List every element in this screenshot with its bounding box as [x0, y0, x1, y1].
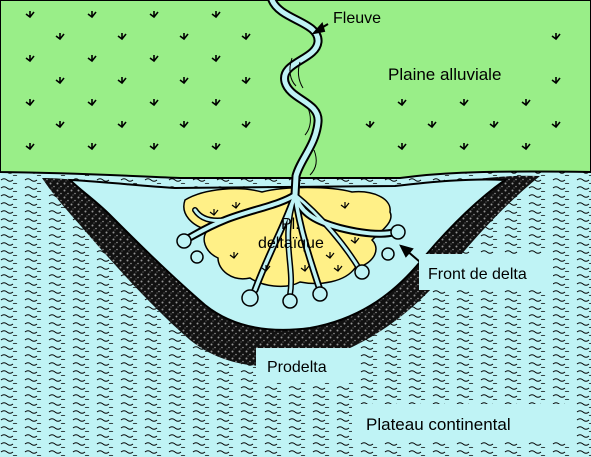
label-alluvial-plain: Plaine alluviale — [388, 65, 501, 84]
label-prodelta: Prodelta — [267, 359, 327, 376]
grass-tuft — [551, 121, 561, 129]
grass-tuft — [179, 33, 189, 41]
grass-tuft — [25, 143, 35, 151]
delta-plain-mark — [333, 265, 343, 272]
delta-plain-mark — [209, 209, 219, 216]
grass-tuft — [489, 121, 499, 129]
grass-tufts — [25, 11, 561, 151]
grass-tuft — [211, 11, 221, 19]
grass-tuft — [87, 99, 97, 107]
grass-tuft — [149, 143, 159, 151]
delta-plain-mark — [300, 265, 310, 272]
grass-tuft — [87, 11, 97, 19]
grass-tuft — [55, 121, 65, 129]
grass-tuft — [149, 11, 159, 19]
grass-tuft — [241, 33, 251, 41]
grass-tuft — [117, 33, 127, 41]
label-box-prodelta — [256, 348, 357, 382]
grass-tuft — [25, 11, 35, 19]
grass-tuft — [179, 121, 189, 129]
delta-plain-marks — [209, 202, 360, 272]
grass-tuft — [149, 99, 159, 107]
label-delta-front: Front de delta — [428, 266, 527, 283]
grass-tuft — [241, 77, 251, 85]
distributary-mouths — [176, 224, 406, 309]
leader-arrows — [311, 21, 421, 263]
delta-plain-mark — [350, 237, 360, 244]
grass-tuft — [211, 55, 221, 63]
grass-tuft — [55, 77, 65, 85]
grass-tuft — [459, 99, 469, 107]
grass-tuft — [179, 77, 189, 85]
delta-plain-mark — [340, 202, 350, 209]
label-river: Fleuve — [333, 10, 381, 27]
grass-tuft — [55, 33, 65, 41]
grass-tuft — [25, 99, 35, 107]
grass-tuft — [149, 55, 159, 63]
grass-tuft — [551, 77, 561, 85]
delta-plain-mark — [229, 252, 239, 259]
delta-plain-mark — [325, 252, 335, 259]
grass-tuft — [521, 143, 531, 151]
label-box-delta-front — [419, 254, 553, 290]
grass-tuft — [25, 55, 35, 63]
alluvial-plain-area — [0, 0, 591, 179]
label-continental-shelf: Plateau continental — [366, 415, 511, 434]
grass-tuft — [397, 143, 407, 151]
delta-plain-mark — [231, 202, 241, 209]
grass-tuft — [211, 99, 221, 107]
grass-tuft — [551, 33, 561, 41]
grass-tuft — [87, 143, 97, 151]
label-box-continental-shelf — [352, 404, 570, 442]
grass-tuft — [427, 121, 437, 129]
grass-tuft — [87, 55, 97, 63]
grass-tuft — [117, 121, 127, 129]
meander-scars — [289, 57, 317, 176]
grass-tuft — [397, 99, 407, 107]
grass-tuft — [211, 143, 221, 151]
delta-plain-mark — [261, 265, 271, 272]
grass-tuft — [241, 121, 251, 129]
label-delta-plain-1: Pl. — [281, 216, 300, 233]
label-delta-plain-2: deltaïque — [258, 235, 324, 252]
grass-tuft — [521, 99, 531, 107]
grass-tuft — [365, 121, 375, 129]
grass-tuft — [117, 77, 127, 85]
river-channels — [181, 0, 399, 298]
grass-tuft — [459, 143, 469, 151]
